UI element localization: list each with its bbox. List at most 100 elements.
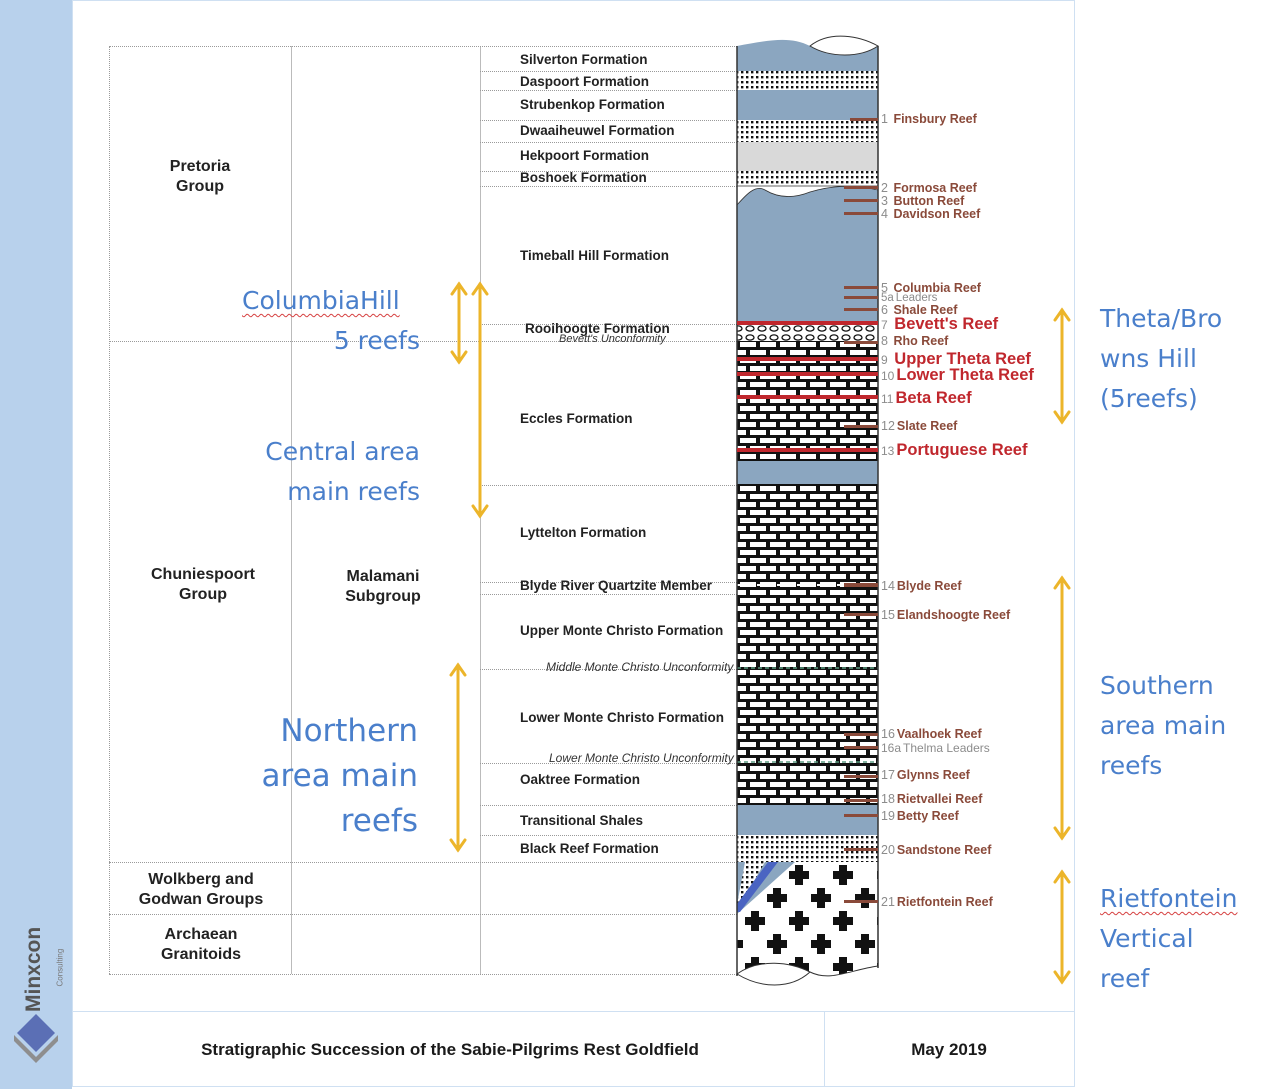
annotation-line: Central area	[265, 437, 420, 466]
row-divider	[480, 120, 737, 121]
annotation-line: Northern	[280, 713, 418, 749]
left-sidebar-band	[0, 0, 72, 1089]
row-divider	[480, 71, 737, 72]
formation-label: Boshoek Formation	[520, 170, 647, 185]
reef-label-7: 7 Bevett's Reef	[881, 315, 999, 333]
reef-label-5: 5 Columbia Reef	[881, 281, 981, 295]
row-divider	[480, 582, 737, 583]
reef-label-4: 4 Davidson Reef	[881, 207, 981, 221]
reef-label-1: 1 Finsbury Reef	[881, 112, 977, 126]
annotation-line: area main	[1100, 711, 1227, 740]
reef-marker-3	[844, 199, 878, 202]
southern-area-arrow	[1053, 575, 1071, 841]
annotation-southern-area: Southern area main reefs	[1100, 666, 1226, 786]
formation-label: Transitional Shales	[520, 813, 644, 828]
layer-lyttelton-to-oaktree	[737, 484, 878, 805]
column-bottom-wave-line	[736, 962, 879, 986]
table-column-line	[291, 46, 292, 974]
reef-marker-6	[844, 308, 878, 311]
reef-label-8: 8 Rho Reef	[881, 334, 949, 348]
northern-area-arrow	[449, 662, 467, 853]
footer-title: Stratigraphic Succession of the Sabie-Pi…	[201, 1040, 699, 1059]
annotation-theta-browns-hill: Theta/Bro wns Hill (5reefs)	[1100, 299, 1222, 419]
annotation-northern-area: Northern area main reefs	[200, 709, 418, 844]
reef-marker-7	[737, 321, 878, 325]
subgroup-malamani: Malamani Subgroup	[345, 568, 421, 605]
row-divider	[480, 835, 737, 836]
formation-label: Timeball Hill Formation	[520, 248, 670, 263]
group-archaean-granitoids: Archaean Granitoids	[160, 926, 241, 963]
annotation-line: (5reefs)	[1100, 384, 1198, 413]
row-divider	[480, 669, 737, 670]
reef-marker-18	[844, 799, 878, 802]
annotation-central-area: Central area main reefs	[200, 432, 420, 512]
annotation-line: Theta/Bro	[1100, 304, 1223, 333]
reef-marker-1	[850, 118, 878, 121]
row-divider	[109, 46, 737, 47]
layer-silverton	[737, 39, 878, 71]
reef-label-9: 9 Upper Theta Reef	[881, 350, 1031, 368]
logo-diamond-icon	[14, 1014, 58, 1063]
annotation-rietfontein: Rietfontein Vertical reef	[1100, 879, 1237, 999]
rietfontein-arrow	[1053, 869, 1071, 985]
footer-column-divider	[824, 1011, 825, 1087]
reef-marker-2	[844, 186, 878, 189]
annotation-line: Rietfontein	[1100, 884, 1238, 913]
formation-label: Rooihoogte Formation	[525, 321, 670, 336]
annotation-line: reef	[1100, 964, 1150, 993]
annotation-line: reefs	[1100, 751, 1163, 780]
layer-daspoort	[737, 71, 878, 90]
row-divider	[109, 974, 737, 975]
row-divider	[109, 862, 737, 863]
footer-date: May 2019	[911, 1040, 987, 1059]
formation-label: Eccles Formation	[520, 411, 633, 426]
formation-label: Black Reef Formation	[520, 841, 659, 856]
annotation-line: Southern	[1100, 671, 1214, 700]
layer-rooihoogte	[737, 324, 878, 341]
annotation-line: 5 reefs	[333, 326, 420, 355]
formation-label: Silverton Formation	[520, 52, 648, 67]
annotation-line: ColumbiaHill	[242, 286, 400, 315]
reef-marker-20	[844, 848, 878, 851]
row-divider	[480, 186, 737, 187]
reef-marker-14	[844, 583, 878, 587]
layer-timeball-hill	[737, 186, 878, 324]
reef-marker-21	[844, 900, 878, 903]
reef-marker-10	[737, 372, 878, 376]
reef-markers	[737, 118, 878, 903]
reef-label-6: 6 Shale Reef	[881, 303, 958, 317]
annotation-line: reefs	[340, 803, 418, 839]
annotation-columbia-hill: ColumbiaHill 5 reefs	[220, 281, 420, 361]
slide-frame	[72, 0, 1075, 1087]
row-divider	[480, 805, 737, 806]
reef-marker-17	[844, 775, 878, 778]
layer-wolkberg-dots	[737, 862, 765, 905]
reef-marker-5	[844, 286, 878, 289]
reef-marker-15	[844, 613, 878, 616]
annotation-line: main reefs	[287, 477, 420, 506]
group-wolkberg-godwan: Wolkberg and Godwan Groups	[138, 871, 264, 908]
column-bottom-wave	[737, 963, 878, 990]
row-divider	[480, 90, 737, 91]
formation-label: Blyde River Quartzite Member	[520, 578, 713, 593]
layer-hekpoort	[737, 142, 878, 171]
columbia-hill-arrow	[450, 281, 468, 365]
row-divider	[480, 763, 737, 764]
theta-browns-hill-arrow	[1053, 307, 1071, 425]
reef-marker-5a	[844, 296, 878, 299]
reef-marker-9	[737, 357, 878, 361]
formation-label: Oaktree Formation	[520, 772, 641, 787]
reef-label-3: 3 Button Reef	[881, 194, 965, 208]
annotation-line: area main	[261, 758, 418, 794]
formation-label: Lyttelton Formation	[520, 525, 647, 540]
